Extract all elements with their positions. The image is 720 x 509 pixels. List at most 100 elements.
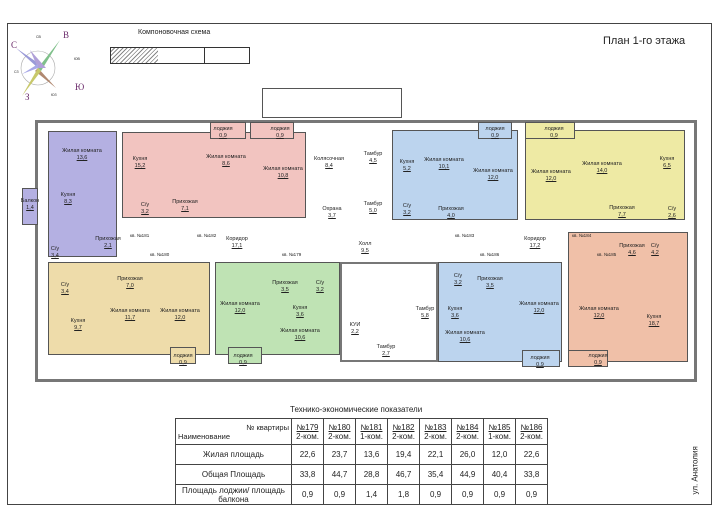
room-area: 5,8 xyxy=(421,312,429,319)
balcony-zone xyxy=(22,188,38,225)
room-area: 3,2 xyxy=(403,209,411,216)
compass-se: ЮВ xyxy=(74,57,80,61)
room-name: С/у xyxy=(650,243,660,249)
room-name: Колясочная xyxy=(313,156,345,162)
table-cell: 35,4 xyxy=(419,464,452,485)
room-area: 13,6 xyxy=(76,154,88,161)
apartment-tag: кв. №185 xyxy=(597,252,617,257)
room-name: Кухня xyxy=(132,156,148,162)
compass-ne: СВ xyxy=(36,35,41,39)
compass-sw: ЮЗ xyxy=(51,93,57,97)
room-area: 14,0 xyxy=(596,167,608,174)
layout-scheme xyxy=(110,47,250,64)
room-area: 3,2 xyxy=(141,208,149,215)
apartment-tag: кв. №186 xyxy=(480,252,500,257)
drawing-frame xyxy=(7,23,712,505)
room-name: Прихожая xyxy=(95,236,121,242)
apartment-183-zone xyxy=(392,130,518,220)
room-area: 2,7 xyxy=(382,350,390,357)
room-name: Прихожая xyxy=(117,276,143,282)
room-area: 5,0 xyxy=(369,207,377,214)
room-name: Тамбур xyxy=(376,344,396,350)
table-cell: 44,9 xyxy=(451,464,484,485)
table-cell: 0,9 xyxy=(483,484,516,505)
room-area: 10,1 xyxy=(438,163,450,170)
apartment-184-zone xyxy=(525,130,685,220)
room-area: 17,1 xyxy=(231,242,243,249)
room-area: 7,0 xyxy=(126,282,134,289)
room-name: Коридор xyxy=(524,236,546,242)
room-name: Кухня xyxy=(447,306,463,312)
room-name: КУИ xyxy=(349,322,361,328)
room-area: 3,6 xyxy=(451,312,459,319)
room-area: 3,4 xyxy=(51,252,59,259)
room-name: С/у xyxy=(402,203,412,209)
entrance-canopy xyxy=(262,88,402,118)
table-cell: 0,9 xyxy=(323,484,356,505)
room-name: Жилая комната xyxy=(582,161,622,167)
apartment-tag: кв. №183 xyxy=(455,233,475,238)
room-area: 12,0 xyxy=(234,307,246,314)
room-name: С/у xyxy=(667,206,677,212)
room-name: Жилая комната xyxy=(579,306,619,312)
room-name: Жилая комната xyxy=(473,168,513,174)
room-area: 5,2 xyxy=(403,165,411,172)
building-outline xyxy=(35,120,697,382)
compass-east: В xyxy=(63,30,70,40)
room-area: 10,8 xyxy=(277,172,289,179)
room-name: Коридор xyxy=(226,236,248,242)
room-name: Жилая комната xyxy=(62,148,102,154)
room-area: 0,9 xyxy=(536,361,544,368)
layout-scheme-label: Компоновочная схема xyxy=(138,29,211,36)
room-area: 7,7 xyxy=(618,211,626,218)
room-area: 4,2 xyxy=(651,249,659,256)
room-area: 10,6 xyxy=(294,334,306,341)
table-title: Технико-экономические показатели xyxy=(290,405,423,414)
compass-west: З xyxy=(25,92,30,102)
room-area: 2,6 xyxy=(668,212,676,219)
room-area: 8,6 xyxy=(222,160,230,167)
apartment-tag: кв. №181 xyxy=(130,233,150,238)
room-name: Жилая комната xyxy=(206,154,246,160)
room-name: Жилая комната xyxy=(110,308,150,314)
apartment-185-zone xyxy=(568,232,688,362)
room-name: Жилая комната xyxy=(519,301,559,307)
room-area: 3,5 xyxy=(281,286,289,293)
table-cell: 0,9 xyxy=(291,484,324,505)
table-cell: 46,7 xyxy=(387,464,420,485)
room-area: 0,9 xyxy=(594,359,602,366)
room-name: Прихожая xyxy=(609,205,635,211)
room-name: лоджия xyxy=(173,353,193,359)
room-area: 12,0 xyxy=(533,307,545,314)
room-name: Жилая комната xyxy=(424,157,464,163)
room-name: С/у xyxy=(453,273,463,279)
table-cell: 0,9 xyxy=(451,484,484,505)
room-name: Прихожая xyxy=(438,206,464,212)
room-name: С/у xyxy=(60,282,70,288)
room-area: 11,7 xyxy=(124,314,136,321)
room-name: лоджия xyxy=(213,126,233,132)
room-area: 17,2 xyxy=(529,242,541,249)
room-name: С/у xyxy=(50,246,60,252)
